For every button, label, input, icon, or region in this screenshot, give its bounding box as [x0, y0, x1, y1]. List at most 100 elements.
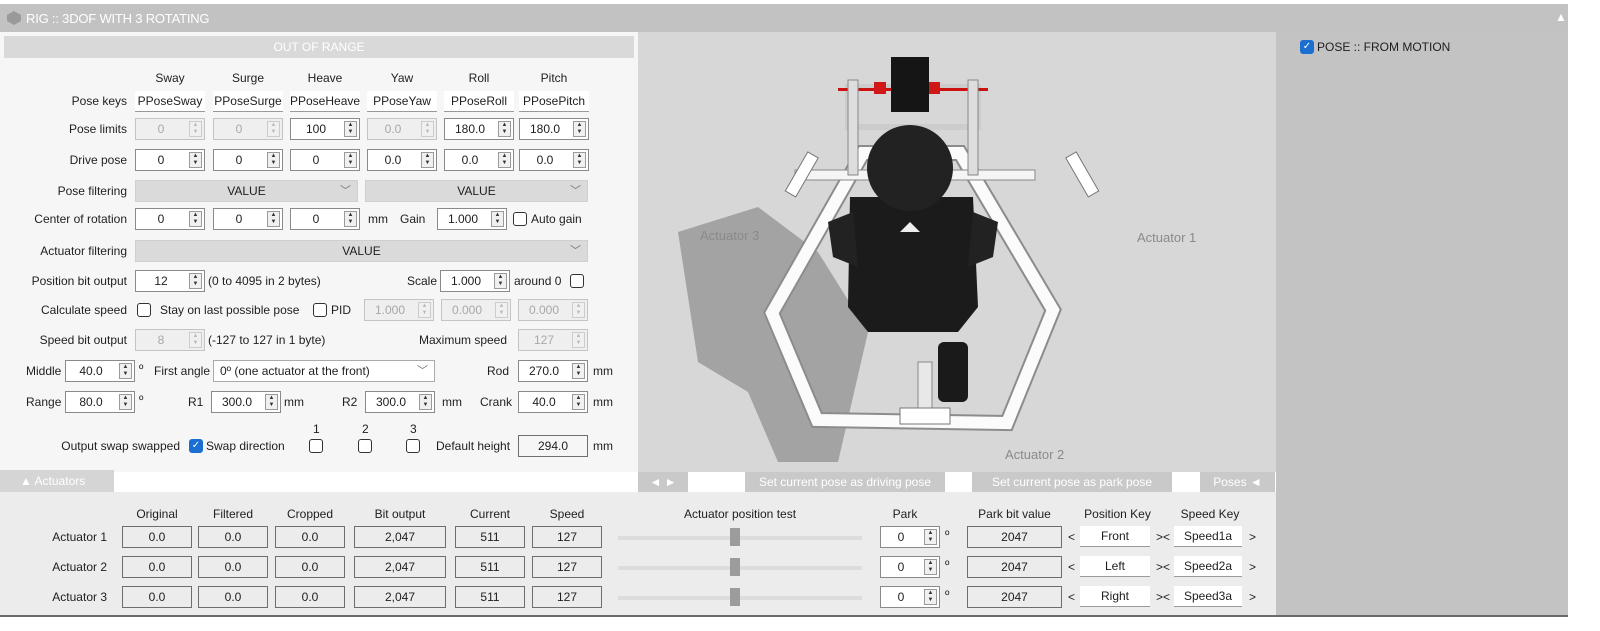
spinner-arrows-icon[interactable]: ▲▼ — [267, 211, 280, 227]
actuators-tab[interactable]: ▲ Actuators — [0, 470, 114, 492]
drive-pose-spinner[interactable]: 0▲▼ — [290, 149, 360, 171]
pose-limit-spinner-value[interactable]: 0.0 — [384, 122, 402, 136]
spinner-arrows-icon[interactable]: ▲▼ — [119, 394, 132, 410]
calculate-speed-checkbox[interactable] — [137, 303, 151, 317]
drive-pose-spinner-value[interactable]: 0 — [157, 153, 165, 167]
spinner-arrows-icon[interactable]: ▲▼ — [573, 121, 586, 137]
drive-pose-spinner-value[interactable]: 0.0 — [461, 153, 479, 167]
park-spinner[interactable]: 0▲▼ — [880, 586, 940, 608]
center-of-rotation-spinner[interactable]: 0 ▲▼ — [290, 208, 360, 230]
pose-limit-spinner-value[interactable]: 0 — [235, 122, 243, 136]
pose-limit-spinner-value[interactable]: 0 — [157, 122, 165, 136]
pose-key-input[interactable]: PPoseSway — [135, 91, 205, 112]
drive-pose-spinner-value[interactable]: 0.0 — [536, 153, 554, 167]
drive-pose-spinner-value[interactable]: 0 — [235, 153, 243, 167]
pose-key-input[interactable]: PPosePitch — [519, 91, 589, 112]
scale-spinner[interactable]: 1.000▲▼ — [440, 270, 510, 292]
spinner-arrows-icon[interactable]: ▲▼ — [495, 302, 508, 318]
slider-thumb[interactable] — [730, 528, 740, 546]
rig-3d-view[interactable] — [638, 32, 1276, 472]
position-bit-spinner[interactable]: 12 ▲▼ — [135, 270, 205, 292]
poses-button[interactable]: Poses ◄ — [1200, 472, 1275, 492]
spinner-arrows-icon[interactable]: ▲▼ — [572, 394, 585, 410]
spinner-arrows-icon[interactable]: ▲▼ — [421, 121, 434, 137]
set-driving-pose-button[interactable]: Set current pose as driving pose — [745, 472, 945, 492]
r2-spinner-value[interactable]: 300.0 — [375, 395, 407, 409]
park-spinner-value[interactable]: 0 — [897, 590, 905, 604]
pose-limit-spinner-value[interactable]: 180.0 — [529, 122, 561, 136]
spinner-arrows-icon[interactable]: ▲▼ — [498, 152, 511, 168]
drive-pose-spinner[interactable]: 0.0 ▲▼ — [444, 149, 514, 171]
drive-pose-spinner[interactable]: 0.0▲▼ — [367, 149, 437, 171]
view-nav-button[interactable]: ◄ ► — [638, 472, 688, 492]
speed-key-input[interactable]: Speed3a — [1174, 586, 1242, 607]
swap-direction-checkbox[interactable] — [358, 439, 372, 453]
center-of-rotation-spinner-value[interactable]: 0 — [235, 212, 243, 226]
spinner-arrows-icon[interactable]: ▲▼ — [267, 152, 280, 168]
drive-pose-spinner[interactable]: 0 ▲▼ — [213, 149, 283, 171]
rod-spinner-value[interactable]: 270.0 — [528, 364, 560, 378]
pid-spinner-value[interactable]: 1.000 — [374, 303, 406, 317]
pose-key-input[interactable]: PPoseRoll — [444, 91, 514, 112]
gain-spinner-value[interactable]: 1.000 — [447, 212, 479, 226]
actuator-position-slider[interactable] — [618, 566, 862, 570]
park-spinner[interactable]: 0▲▼ — [880, 556, 940, 578]
spinner-arrows-icon[interactable]: ▲▼ — [267, 121, 280, 137]
position-key-input[interactable]: Left — [1080, 556, 1150, 577]
pose-key-input[interactable]: PPoseHeave — [290, 91, 360, 112]
swap-direction-checkbox[interactable] — [406, 439, 420, 453]
output-swap-checkbox[interactable]: ✓ — [189, 439, 203, 453]
spinner-arrows-icon[interactable]: ▲▼ — [491, 211, 504, 227]
slider-thumb[interactable] — [730, 558, 740, 576]
spinner-arrows-icon[interactable]: ▲▼ — [189, 211, 202, 227]
middle-spinner-value[interactable]: 40.0 — [79, 364, 103, 378]
position-bit-spinner-value[interactable]: 12 — [154, 274, 168, 288]
drive-pose-spinner[interactable]: 0.0 ▲▼ — [519, 149, 589, 171]
stay-last-pose-checkbox[interactable] — [313, 303, 327, 317]
actuator-filtering-dropdown[interactable]: VALUE﹀ — [135, 240, 588, 262]
rod-spinner[interactable]: 270.0 ▲▼ — [518, 360, 588, 382]
spinner-arrows-icon[interactable]: ▲▼ — [189, 121, 202, 137]
pose-limit-spinner[interactable]: 180.0 ▲▼ — [519, 118, 589, 140]
pose-filtering-dropdown[interactable]: VALUE﹀ — [365, 180, 588, 202]
spinner-arrows-icon[interactable]: ▲▼ — [418, 302, 431, 318]
pose-from-motion-checkbox[interactable]: ✓ — [1300, 40, 1314, 54]
center-of-rotation-spinner-value[interactable]: 0 — [312, 212, 320, 226]
pose-limit-spinner[interactable]: 180.0▲▼ — [444, 118, 514, 140]
spinner-arrows-icon[interactable]: ▲▼ — [189, 152, 202, 168]
spinner-arrows-icon[interactable]: ▲▼ — [419, 394, 432, 410]
pose-key-input[interactable]: PPoseYaw — [367, 91, 437, 112]
position-key-input[interactable]: Right — [1080, 586, 1150, 607]
spinner-arrows-icon[interactable]: ▲▼ — [119, 363, 132, 379]
spinner-arrows-icon[interactable]: ▲▼ — [573, 152, 586, 168]
pid-spinner-value[interactable]: 0.000 — [528, 303, 560, 317]
first-angle-dropdown[interactable]: 0º (one actuator at the front)﹀ — [213, 360, 435, 382]
range-spinner[interactable]: 80.0 ▲▼ — [65, 391, 135, 413]
pid-spinner-value[interactable]: 0.000 — [451, 303, 483, 317]
crank-spinner[interactable]: 40.0 ▲▼ — [518, 391, 588, 413]
set-park-pose-button[interactable]: Set current pose as park pose — [972, 472, 1172, 492]
swap-direction-checkbox[interactable] — [309, 439, 323, 453]
r2-spinner[interactable]: 300.0 ▲▼ — [365, 391, 435, 413]
speed-key-input[interactable]: Speed2a — [1174, 556, 1242, 577]
spinner-arrows-icon[interactable]: ▲▼ — [344, 211, 357, 227]
spinner-arrows-icon[interactable]: ▲▼ — [924, 529, 937, 545]
spinner-arrows-icon[interactable]: ▲▼ — [189, 273, 202, 289]
collapse-icon[interactable]: ▲ — [1555, 10, 1567, 24]
spinner-arrows-icon[interactable]: ▲▼ — [189, 332, 202, 348]
crank-spinner-value[interactable]: 40.0 — [532, 395, 556, 409]
spinner-arrows-icon[interactable]: ▲▼ — [572, 302, 585, 318]
center-of-rotation-spinner[interactable]: 0 ▲▼ — [135, 208, 205, 230]
position-key-input[interactable]: Front — [1080, 526, 1150, 547]
spinner-arrows-icon[interactable]: ▲▼ — [421, 152, 434, 168]
actuator-position-slider[interactable] — [618, 536, 862, 540]
range-spinner-value[interactable]: 80.0 — [79, 395, 103, 409]
pose-limit-spinner-value[interactable]: 180.0 — [454, 122, 486, 136]
pose-limit-spinner-value[interactable]: 100 — [305, 122, 327, 136]
auto-gain-checkbox[interactable] — [513, 212, 527, 226]
spinner-arrows-icon[interactable]: ▲▼ — [572, 363, 585, 379]
spinner-arrows-icon[interactable]: ▲▼ — [924, 559, 937, 575]
spinner-arrows-icon[interactable]: ▲▼ — [572, 332, 585, 348]
center-of-rotation-spinner-value[interactable]: 0 — [157, 212, 165, 226]
gain-spinner[interactable]: 1.000 ▲▼ — [437, 208, 507, 230]
